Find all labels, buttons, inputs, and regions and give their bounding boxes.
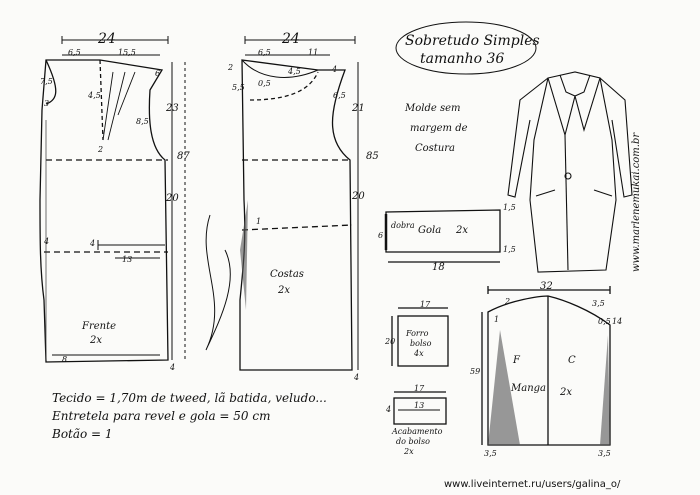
front-width-24: 24 [98,31,116,47]
back-dim-4-5-neck: 4,5 [288,67,301,76]
pocket-facing-dim-17: 17 [414,384,425,393]
collar-dim-1-5-top: 1,5 [503,203,516,212]
back-count: 2x [278,285,291,296]
sleeve-dim-3-5: 3,5 [592,299,605,308]
sleeve-back-mark: C [568,355,576,366]
back-dim-4: 4 [332,65,338,74]
pocket-facing-count: 2x [404,447,414,456]
materials-interfacing: Entretela para revel e gola = 50 cm [52,409,271,423]
pocket-lining-piece [391,307,449,367]
pocket-facing-dim-13: 13 [414,401,425,410]
sleeve-dim-59: 59 [470,367,481,376]
back-label: Costas [270,269,304,280]
materials-fabric: Tecido = 1,70m de tweed, lã batida, velu… [52,391,327,405]
pocket-lining-label1: Forro [406,329,429,338]
front-dim-3: 3 [44,99,50,108]
collar-count: 2x [456,225,469,236]
front-dim-4-pocket: 4 [90,239,96,248]
pocket-facing-piece [393,391,447,425]
front-dim-8-bottom: 8 [62,355,68,364]
back-dim-4-bottom: 4 [354,373,360,382]
back-dim-5-5: 5,5 [232,83,245,92]
front-dim-6-5: 6,5 [68,48,81,57]
back-dim-85: 85 [366,151,379,162]
footer-url: www.liveinternet.ru/users/galina_o/ [444,479,621,490]
coat-sketch [507,71,633,273]
front-dim-13: 13 [122,255,133,264]
note-line1: Molde sem [405,103,461,114]
title-line1: Sobretudo Simples [405,33,540,49]
back-dim-2: 2 [228,63,234,72]
sleeve-dim-2: 2 [505,297,511,306]
front-dim-7-5: 7,5 [40,77,53,86]
front-dim-15-5: 15,5 [118,48,136,57]
front-dim-6: 6 [155,69,161,78]
collar-dim-6: 6 [378,231,384,240]
sleeve-dim-3-5-left: 3,5 [484,449,497,458]
pocket-facing-label1: Acabamento [392,427,443,436]
collar-piece [384,209,501,263]
signature-mark [205,214,231,351]
front-dim-87: 87 [177,151,190,162]
front-dim-2: 2 [98,145,104,154]
pocket-lining-count: 4x [414,349,424,358]
front-count: 2x [90,335,103,346]
back-dim-1: 1 [256,217,262,226]
front-dim-20: 20 [166,193,179,204]
back-dim-6-5: 6,5 [258,48,271,57]
pocket-lining-dim-17: 17 [420,300,431,309]
sleeve-front-mark: F [513,355,520,366]
title-line2: tamanho 36 [420,51,505,67]
collar-label: Gola [418,225,442,236]
sleeve-dim-3-5-right: 3,5 [598,449,611,458]
sleeve-label: Manga [511,383,547,394]
pocket-lining-dim-20: 20 [385,337,396,346]
note-line3: Costura [415,143,456,154]
front-dim-4-bottom: 4 [170,363,176,372]
back-dim-0-5: 0,5 [258,79,271,88]
front-piece-outline [39,59,169,363]
collar-dim-1-5-bottom: 1,5 [503,245,516,254]
dimension-lines [52,36,359,370]
front-dim-8-5: 8,5 [136,117,149,126]
sleeve-piece [481,286,611,446]
sleeve-dim-1: 1 [494,315,500,324]
back-dim-21: 21 [352,103,365,114]
website-vertical: www.marlenemukai.com.br [631,132,642,272]
back-piece-outline [239,59,353,371]
back-width-24: 24 [282,31,300,47]
front-dim-4-5: 4,5 [88,91,101,100]
back-dim-11: 11 [308,48,319,57]
sleeve-dim-32: 32 [540,281,553,292]
materials-buttons: Botão = 1 [52,427,113,441]
pocket-lining-label2: bolso [410,339,432,348]
note-line2: margem de [410,123,468,134]
sleeve-dim-14: 14 [612,317,623,326]
title-bubble [395,21,537,75]
front-dim-23: 23 [166,103,179,114]
pocket-facing-dim-4: 4 [386,405,392,414]
pocket-facing-label2: do bolso [396,437,430,446]
back-dim-6-5-arm: 6,5 [333,91,346,100]
front-dim-4-left: 4 [44,237,50,246]
sleeve-count: 2x [560,387,573,398]
collar-fold: dobra [391,221,415,230]
front-label: Frente [82,321,117,332]
back-dim-20: 20 [352,191,365,202]
sleeve-dim-0-5: 0,5 [598,317,611,326]
collar-dim-18: 18 [432,262,445,273]
